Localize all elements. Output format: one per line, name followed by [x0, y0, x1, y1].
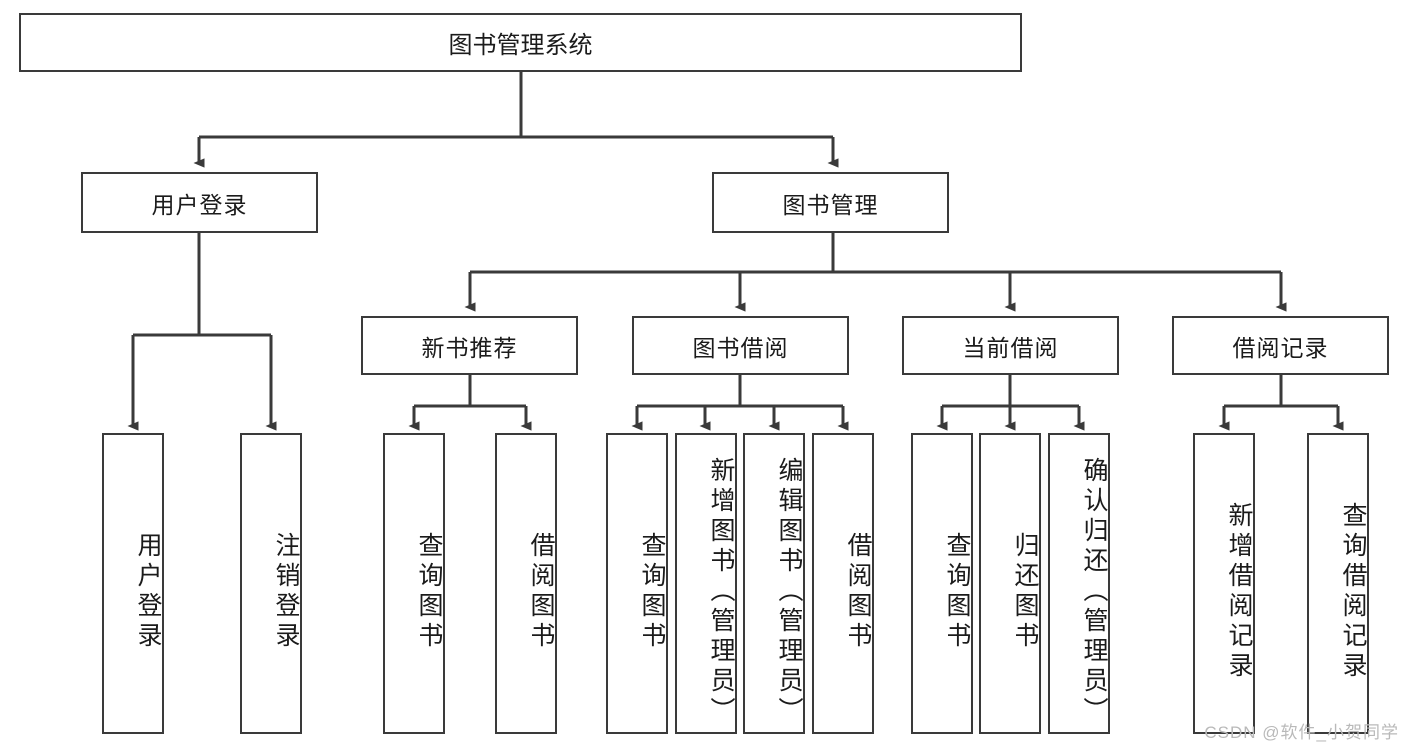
node-label: 借阅记录: [1232, 334, 1329, 361]
leaf-query-book-current[interactable]: 查询图书: [911, 433, 973, 734]
node-label: 图书管理系统: [448, 32, 593, 59]
node-label: 查询图书: [415, 531, 443, 652]
node-label: 借阅图书: [844, 531, 872, 652]
leaf-user-login[interactable]: 用户登录: [102, 433, 164, 734]
node-label: 用户登录: [151, 191, 248, 218]
node-root-system[interactable]: 图书管理系统: [19, 13, 1022, 72]
node-label: 新增图书（管理员）: [707, 456, 735, 727]
node-book-borrow[interactable]: 图书借阅: [632, 316, 849, 375]
leaf-query-book-borrow[interactable]: 查询图书: [606, 433, 668, 734]
node-new-book-recommend[interactable]: 新书推荐: [361, 316, 578, 375]
node-label: 编辑图书（管理员）: [775, 456, 803, 727]
node-label: 确认归还（管理员）: [1080, 456, 1108, 727]
leaf-confirm-return[interactable]: 确认归还（管理员）: [1048, 433, 1110, 734]
leaf-return-book[interactable]: 归还图书: [979, 433, 1041, 734]
node-label: 归还图书: [1011, 531, 1039, 652]
node-label: 图书管理: [782, 191, 879, 218]
node-label: 查询图书: [638, 531, 666, 652]
node-label: 用户登录: [134, 531, 162, 652]
leaf-edit-book[interactable]: 编辑图书（管理员）: [743, 433, 805, 734]
leaf-add-book[interactable]: 新增图书（管理员）: [675, 433, 737, 734]
leaf-borrow-book[interactable]: 借阅图书: [812, 433, 874, 734]
node-label: 查询借阅记录: [1339, 501, 1367, 682]
node-label: 图书借阅: [692, 334, 789, 361]
node-current-borrow[interactable]: 当前借阅: [902, 316, 1119, 375]
node-user-login[interactable]: 用户登录: [81, 172, 318, 233]
node-book-manage[interactable]: 图书管理: [712, 172, 949, 233]
watermark-text: CSDN @软件_小贺同学: [1204, 723, 1399, 742]
node-label: 查询图书: [943, 531, 971, 652]
node-label: 新书推荐: [421, 334, 518, 361]
node-label: 当前借阅: [962, 334, 1059, 361]
node-borrow-record[interactable]: 借阅记录: [1172, 316, 1389, 375]
node-label: 注销登录: [272, 531, 300, 652]
leaf-query-borrow-record[interactable]: 查询借阅记录: [1307, 433, 1369, 734]
leaf-borrow-book-recommend[interactable]: 借阅图书: [495, 433, 557, 734]
leaf-add-borrow-record[interactable]: 新增借阅记录: [1193, 433, 1255, 734]
leaf-logout-login[interactable]: 注销登录: [240, 433, 302, 734]
leaf-query-book-recommend[interactable]: 查询图书: [383, 433, 445, 734]
node-label: 借阅图书: [527, 531, 555, 652]
node-label: 新增借阅记录: [1225, 501, 1253, 682]
